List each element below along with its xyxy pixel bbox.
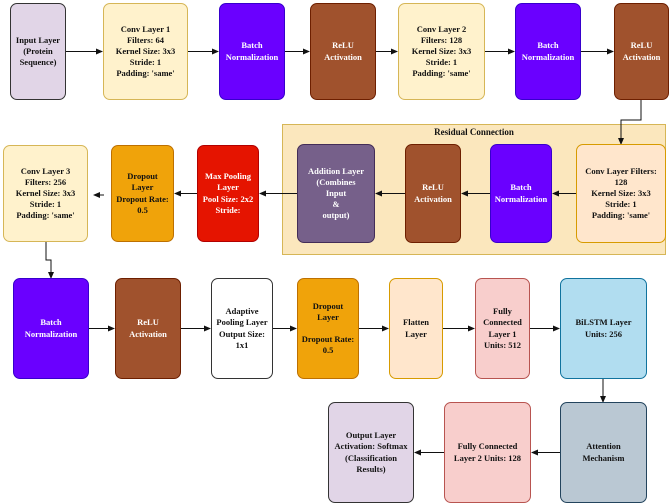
relu-2-node: ReLU Activation: [614, 3, 669, 100]
fully-connected-2-label: Fully Connected Layer 2 Units: 128: [453, 441, 522, 463]
batch-norm-2-label: Batch Normalization: [521, 40, 575, 62]
relu-residual-label: ReLU Activation: [414, 182, 452, 204]
max-pooling-node: Max Pooling Layer Pool Size: 2x2 Stride:: [197, 145, 259, 242]
conv-layer-3-node: Conv Layer 3 Filters: 256 Kernel Size: 3…: [3, 145, 88, 242]
batch-norm-3-label: Batch Normalization: [24, 317, 78, 339]
relu-3-node: ReLU Activation: [115, 278, 181, 379]
edge-relu-2-to-conv-layer-residual: [618, 100, 642, 145]
flatten-layer-label: Flatten Layer: [403, 317, 429, 339]
relu-1-label: ReLU Activation: [324, 40, 362, 62]
bilstm-layer-label: BiLSTM Layer Units: 256: [575, 317, 632, 339]
attention-mechanism-node: Attention Mechanism: [560, 402, 647, 503]
fully-connected-1-node: Fully Connected Layer 1 Units: 512: [475, 278, 530, 379]
adaptive-pooling-node: Adaptive Pooling Layer Output Size: 1x1: [211, 278, 273, 379]
relu-3-label: ReLU Activation: [129, 317, 167, 339]
fully-connected-1-label: Fully Connected Layer 1 Units: 512: [483, 306, 522, 350]
attention-mechanism-label: Attention Mechanism: [582, 441, 625, 463]
conv-layer-residual-node: Conv Layer Filters: 128 Kernel Size: 3x3…: [576, 144, 666, 243]
relu-residual-node: ReLU Activation: [405, 144, 461, 243]
output-layer-node: Output Layer Activation: Softmax (Classi…: [328, 402, 414, 503]
flatten-layer-node: Flatten Layer: [389, 278, 443, 379]
conv-layer-residual-label: Conv Layer Filters: 128 Kernel Size: 3x3…: [585, 165, 657, 221]
batch-norm-1-label: Batch Normalization: [225, 40, 279, 62]
output-layer-label: Output Layer Activation: Softmax (Classi…: [334, 430, 408, 474]
conv-layer-1-label: Conv Layer 1 Filters: 64 Kernel Size: 3x…: [115, 23, 176, 79]
dropout-1-label: Dropout Layer Dropout Rate: 0.5: [116, 171, 169, 215]
batch-norm-residual-label: Batch Normalization: [494, 182, 548, 204]
max-pooling-label: Max Pooling Layer Pool Size: 2x2 Stride:: [202, 171, 254, 215]
conv-layer-3-label: Conv Layer 3 Filters: 256 Kernel Size: 3…: [15, 165, 76, 221]
dropout-1-node: Dropout Layer Dropout Rate: 0.5: [111, 145, 174, 242]
dropout-2-label: Dropout Layer Dropout Rate: 0.5: [301, 300, 355, 356]
adaptive-pooling-label: Adaptive Pooling Layer Output Size: 1x1: [216, 306, 268, 350]
bilstm-layer-node: BiLSTM Layer Units: 256: [560, 278, 647, 379]
batch-norm-residual-node: Batch Normalization: [490, 144, 552, 243]
conv-layer-2-label: Conv Layer 2 Filters: 128 Kernel Size: 3…: [411, 23, 472, 79]
input-layer-label: Input Layer (Protein Sequence): [15, 34, 61, 68]
fully-connected-2-node: Fully Connected Layer 2 Units: 128: [444, 402, 531, 503]
dropout-2-node: Dropout Layer Dropout Rate: 0.5: [297, 278, 359, 379]
addition-layer-node: Addition Layer (Combines Input & output): [297, 144, 375, 243]
batch-norm-2-node: Batch Normalization: [515, 3, 581, 100]
relu-1-node: ReLU Activation: [310, 3, 376, 100]
batch-norm-3-node: Batch Normalization: [13, 278, 89, 379]
conv-layer-2-node: Conv Layer 2 Filters: 128 Kernel Size: 3…: [398, 3, 485, 100]
relu-2-label: ReLU Activation: [622, 40, 661, 62]
input-layer-node: Input Layer (Protein Sequence): [10, 3, 66, 100]
batch-norm-1-node: Batch Normalization: [219, 3, 285, 100]
addition-layer-label: Addition Layer (Combines Input & output): [308, 165, 364, 221]
residual-connection-title: Residual Connection: [434, 127, 514, 137]
edge-conv-layer-3-to-batch-norm-3: [45, 242, 54, 279]
conv-layer-1-node: Conv Layer 1 Filters: 64 Kernel Size: 3x…: [103, 3, 188, 100]
